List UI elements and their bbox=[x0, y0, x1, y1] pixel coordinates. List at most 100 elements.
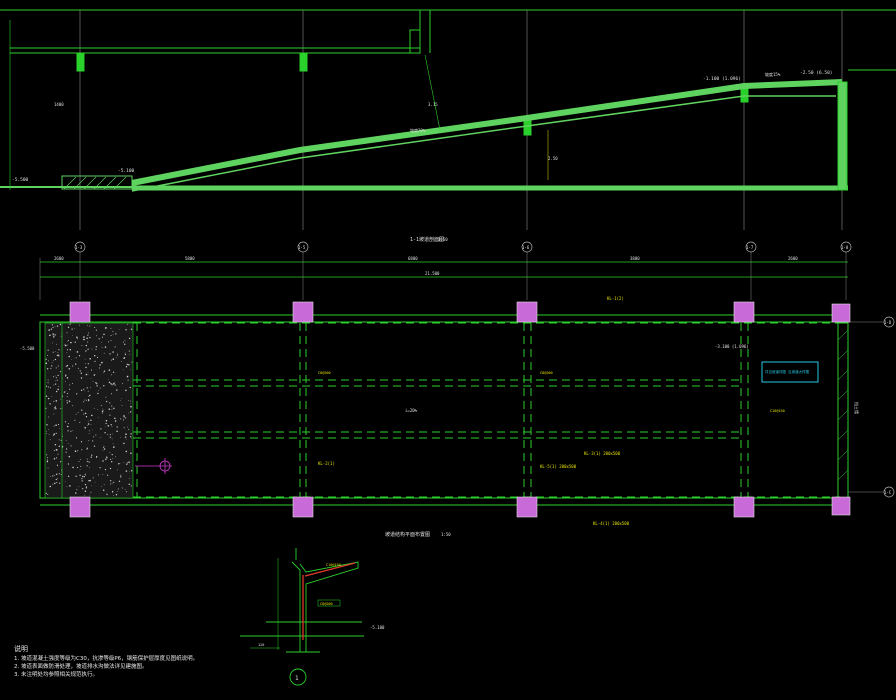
plan-dimensions bbox=[39, 252, 848, 300]
gravel-speck bbox=[56, 379, 58, 381]
gravel-speck bbox=[102, 409, 104, 412]
gravel-speck bbox=[75, 363, 77, 365]
gravel-speck bbox=[130, 411, 132, 413]
gravel-speck bbox=[110, 458, 112, 460]
gravel-speck bbox=[66, 364, 69, 367]
gravel-speck bbox=[78, 485, 80, 487]
detail-labels: 1 -5.100 C8@200 C10@150 120 bbox=[258, 563, 385, 682]
gravel-speck bbox=[50, 328, 53, 330]
gravel-speck bbox=[67, 340, 69, 342]
gravel-speck bbox=[90, 369, 93, 371]
gravel-speck bbox=[125, 417, 127, 419]
section-elev-bottom: -5.100 bbox=[118, 168, 135, 174]
gravel-speck bbox=[107, 425, 110, 427]
gravel-speck bbox=[91, 378, 92, 379]
note-item: 2. 坡道表面做防滑处理，坡道排水沟做法详见建施图。 bbox=[14, 664, 148, 670]
gravel-speck bbox=[87, 341, 89, 343]
gravel-speck bbox=[118, 480, 121, 482]
gravel-speck bbox=[109, 402, 111, 404]
gravel-speck bbox=[49, 403, 51, 405]
gravel-speck bbox=[53, 400, 55, 402]
gravel-speck bbox=[117, 355, 119, 356]
gravel-speck bbox=[107, 474, 109, 476]
gravel-speck bbox=[49, 387, 51, 389]
gravel-speck bbox=[46, 424, 48, 426]
plan-columns bbox=[69, 301, 851, 518]
gravel-speck bbox=[63, 391, 66, 393]
gravel-speck bbox=[46, 454, 48, 456]
gravel-speck bbox=[46, 457, 48, 459]
gravel-speck bbox=[85, 350, 87, 352]
gravel-speck bbox=[46, 368, 49, 370]
section-elev-left: -5.500 bbox=[12, 177, 29, 183]
gravel-speck bbox=[83, 388, 85, 390]
gravel-speck bbox=[54, 334, 56, 336]
gravel-speck bbox=[126, 376, 129, 378]
gravel-speck bbox=[68, 400, 71, 402]
notes-heading: 说明 bbox=[14, 645, 28, 653]
gravel-speck bbox=[80, 465, 82, 468]
detail-marker: 1 bbox=[295, 675, 299, 682]
gravel-speck bbox=[47, 467, 49, 469]
gravel-speck bbox=[54, 482, 56, 485]
gravel-speck bbox=[87, 423, 90, 425]
gravel-speck bbox=[85, 487, 87, 489]
gravel-speck bbox=[69, 323, 71, 325]
gravel-speck bbox=[103, 385, 105, 387]
rebar-label: C10@150 bbox=[770, 409, 785, 413]
gravel-speck bbox=[102, 450, 104, 451]
gravel-speck bbox=[71, 328, 73, 330]
gravel-speck bbox=[91, 485, 92, 487]
gravel-speck bbox=[131, 326, 133, 327]
gravel-speck bbox=[89, 494, 91, 496]
gravel-speck bbox=[76, 351, 79, 353]
gravel-speck bbox=[69, 348, 72, 351]
gravel-speck bbox=[130, 433, 132, 435]
gravel-speck bbox=[71, 359, 72, 360]
gravel-speck bbox=[90, 387, 91, 388]
gravel-speck bbox=[80, 372, 82, 374]
gravel-speck bbox=[126, 463, 128, 465]
gravel-speck bbox=[124, 340, 126, 342]
gravel-speck bbox=[95, 346, 97, 348]
gravel-speck bbox=[65, 439, 67, 441]
dim-label: 2600 bbox=[54, 256, 64, 261]
gravel-speck bbox=[105, 396, 107, 398]
column bbox=[292, 496, 314, 518]
gravel-speck bbox=[55, 457, 58, 459]
gravel-speck bbox=[76, 338, 78, 340]
gravel-speck bbox=[76, 393, 78, 395]
gravel-speck bbox=[130, 369, 131, 371]
gravel-speck bbox=[130, 485, 132, 487]
detail-elev: -5.100 bbox=[370, 625, 385, 630]
gravel-speck bbox=[103, 352, 105, 354]
gravel-speck bbox=[107, 379, 109, 380]
gravel-speck bbox=[67, 423, 69, 424]
gravel-speck bbox=[122, 369, 124, 371]
gravel-speck bbox=[121, 487, 123, 489]
gravel-speck bbox=[60, 474, 62, 475]
gravel-speck bbox=[101, 336, 104, 338]
gravel-speck bbox=[52, 475, 54, 477]
gravel-speck bbox=[87, 348, 89, 350]
beam-label: KL-2(1) bbox=[318, 461, 335, 466]
gravel-speck bbox=[47, 386, 50, 388]
gravel-speck bbox=[52, 351, 54, 353]
gravel-speck bbox=[90, 456, 92, 458]
gravel-speck bbox=[55, 367, 57, 369]
gravel-speck bbox=[88, 461, 90, 463]
gravel-speck bbox=[96, 385, 98, 387]
gravel-speck bbox=[65, 451, 67, 453]
gravel-speck bbox=[96, 356, 99, 358]
gravel-speck bbox=[81, 409, 83, 411]
gravel-speck bbox=[103, 484, 105, 486]
gravel-speck bbox=[122, 419, 125, 421]
column bbox=[516, 301, 538, 323]
gravel-speck bbox=[130, 452, 132, 454]
gravel-speck bbox=[112, 334, 114, 336]
gravel-speck bbox=[86, 465, 88, 467]
gravel-speck bbox=[112, 351, 114, 353]
gravel-speck bbox=[66, 425, 69, 428]
gravel-speck bbox=[112, 491, 114, 493]
